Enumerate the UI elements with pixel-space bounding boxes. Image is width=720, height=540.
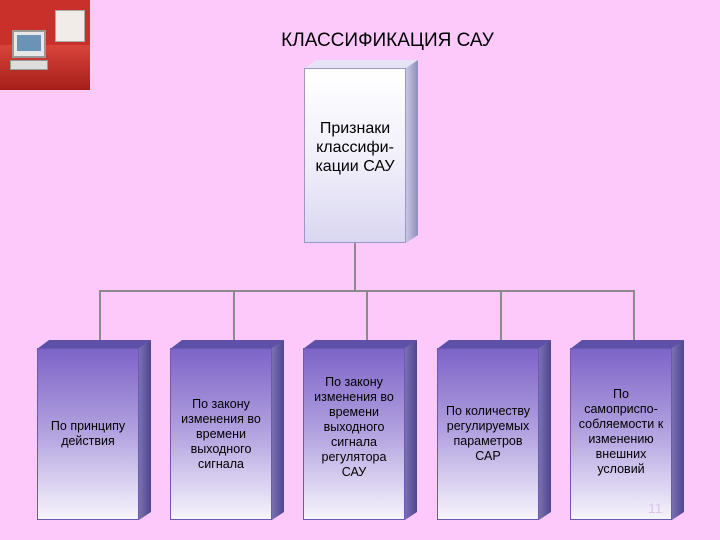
connector-leaf-5 [633,290,635,340]
keyboard-icon [10,60,48,70]
connector-leaf-4 [500,290,502,340]
leaf-node-principle: По принципу действия [37,348,139,520]
root-node: Признаки классифи- кации САУ [304,68,406,243]
root-box-top-face [304,60,418,69]
connector-root-vertical [354,243,356,291]
page-title: КЛАССИФИКАЦИЯ САУ [281,30,494,51]
leaf-node-parameter-count: По количеству регулируемых параметров СА… [437,348,539,520]
logo-image [0,0,90,90]
leaf-4-side-face [539,340,551,520]
leaf-3-top-face [303,340,417,349]
computer-monitor-icon [12,30,46,58]
leaf-node-output-signal: По закону изменения во времени выходного… [170,348,272,520]
connector-leaf-2 [233,290,235,340]
root-box-side-face [406,60,418,243]
connector-leaf-1 [99,290,101,340]
leaf-1-side-face [139,340,151,520]
leaf-5-side-face [672,340,684,520]
leaf-3-side-face [405,340,417,520]
connector-leaf-3 [366,290,368,340]
leaf-2-top-face [170,340,284,349]
leaf-2-side-face [272,340,284,520]
leaf-4-top-face [437,340,551,349]
leaf-node-regulator-signal: По закону изменения во времени выходного… [303,348,405,520]
leaf-node-adaptability: По самоприспо- собляемости к изменению в… [570,348,672,520]
logo-cabinet [55,10,85,42]
page-number: 11 [648,500,663,516]
leaf-1-top-face [37,340,151,349]
leaf-5-top-face [570,340,684,349]
